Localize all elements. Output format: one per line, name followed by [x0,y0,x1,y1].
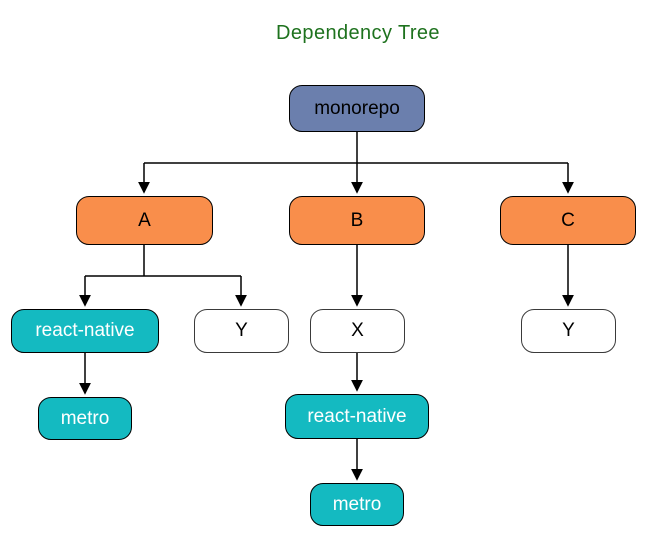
node-b: B [289,196,425,245]
node-label: metro [332,493,382,515]
node-label: C [561,209,575,231]
node-label: X [351,320,364,341]
node-label: monorepo [314,97,400,119]
node-react-native-a: react-native [11,309,159,353]
node-c: C [500,196,636,245]
node-monorepo: monorepo [289,85,425,132]
diagram-title: Dependency Tree [276,22,440,44]
node-metro-a: metro [38,397,132,440]
node-label: B [350,209,364,231]
node-metro-b: metro [310,483,404,526]
node-a: A [76,196,213,245]
node-y-c: Y [521,309,616,353]
node-label: Y [562,320,575,341]
node-react-native-b: react-native [285,394,429,439]
node-y-a: Y [194,309,289,353]
node-label: Y [235,320,248,341]
node-label: metro [60,407,110,429]
node-label: A [138,209,151,231]
node-label: react-native [35,320,135,341]
node-label: react-native [307,405,407,427]
node-x-b: X [310,309,405,353]
